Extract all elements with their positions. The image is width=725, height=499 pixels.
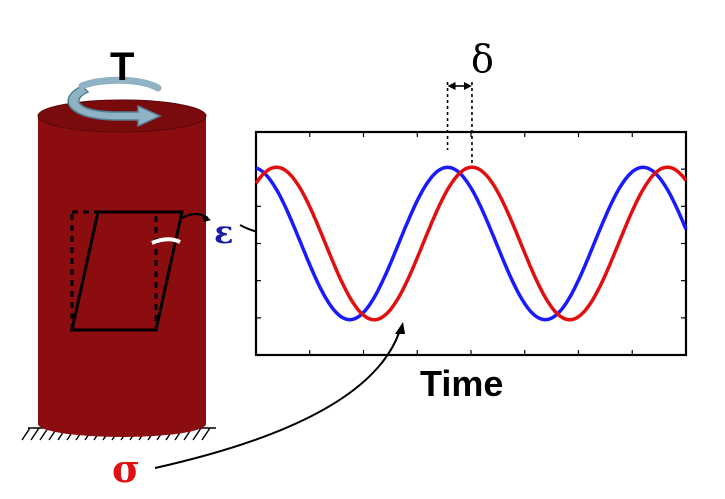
cylinder-body bbox=[38, 116, 206, 424]
strain-curve bbox=[255, 165, 688, 322]
deformed-element bbox=[70, 210, 211, 332]
x-axis-label: Time bbox=[420, 363, 503, 404]
hatch-line bbox=[192, 427, 202, 441]
cylinder-bottom bbox=[38, 411, 206, 437]
phase-lag-label: δ bbox=[471, 37, 494, 81]
stress-curve bbox=[254, 165, 688, 322]
hatch-line bbox=[21, 427, 31, 441]
plot-area bbox=[254, 130, 688, 357]
phase-lag-marker bbox=[446, 82, 473, 165]
torque-label: T bbox=[110, 45, 134, 89]
sheared-element-outline bbox=[70, 210, 184, 332]
shear-angle-mark bbox=[151, 237, 181, 245]
strain-label: ε bbox=[214, 213, 233, 251]
plot-frame bbox=[254, 130, 688, 357]
curves bbox=[254, 165, 688, 322]
torque-arrow-icon bbox=[67, 76, 162, 128]
hatch-line bbox=[30, 427, 40, 441]
stress-label: σ bbox=[112, 446, 140, 491]
hatch-line bbox=[201, 427, 211, 441]
hatch-line bbox=[39, 427, 49, 441]
stress-curve-pointer bbox=[154, 322, 405, 469]
cylinder-specimen bbox=[37, 99, 207, 437]
